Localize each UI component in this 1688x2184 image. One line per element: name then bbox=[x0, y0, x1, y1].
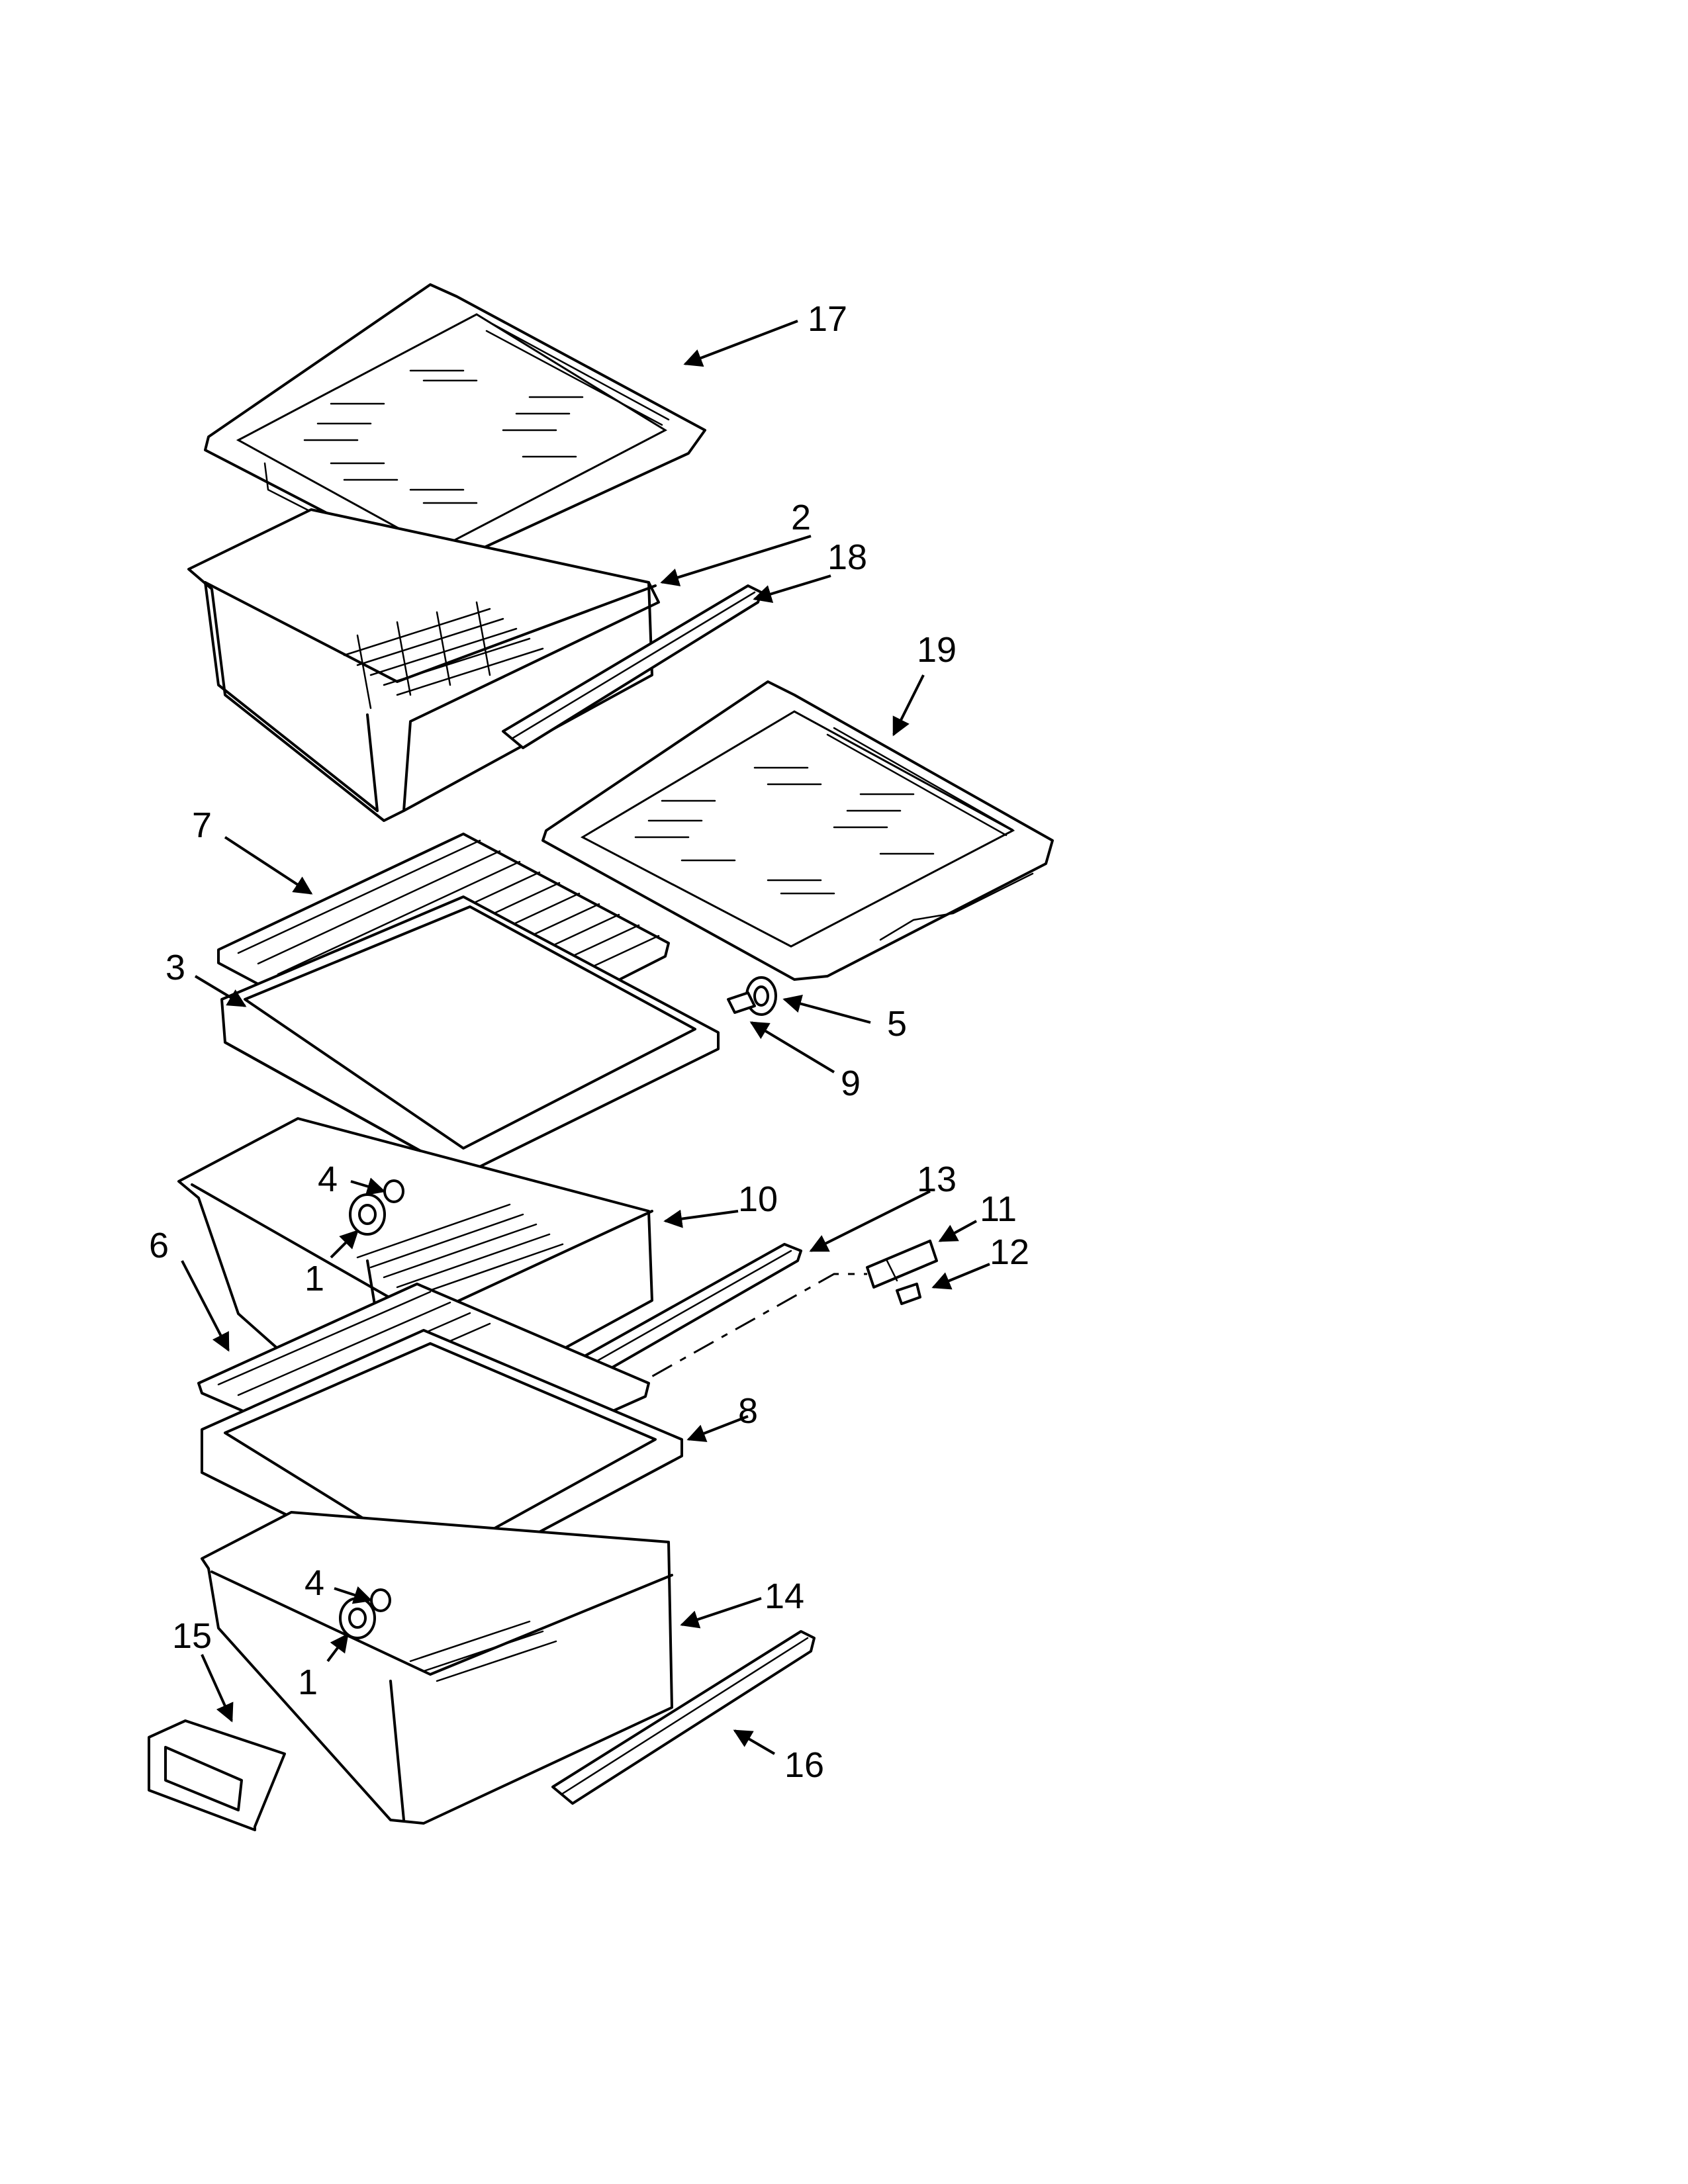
part-11-bracket bbox=[866, 1240, 938, 1289]
callout-11: 11 bbox=[980, 1189, 1017, 1229]
callout-4-upper: 4 bbox=[318, 1160, 338, 1199]
glass-texture-marks bbox=[303, 369, 584, 504]
callout-8: 8 bbox=[738, 1391, 758, 1431]
callout-15: 15 bbox=[172, 1616, 212, 1656]
callout-9: 9 bbox=[841, 1064, 861, 1103]
callout-6: 6 bbox=[149, 1226, 169, 1265]
callout-16: 16 bbox=[784, 1745, 824, 1785]
callout-13: 13 bbox=[917, 1160, 957, 1199]
drawer-floor-grille bbox=[343, 601, 544, 709]
part-3-crisper-cover-frame bbox=[220, 895, 720, 1176]
drawer-floor-grille-10 bbox=[356, 1203, 564, 1298]
callout-17: 17 bbox=[808, 299, 847, 339]
part-15-label-holder bbox=[148, 1719, 286, 1831]
part-19-lower-glass-shelf bbox=[541, 680, 1054, 981]
callout-1-lower: 1 bbox=[298, 1662, 318, 1702]
part-17-upper-glass-shelf bbox=[204, 283, 706, 570]
leader-lines bbox=[181, 320, 990, 1755]
glass-texture-marks-19 bbox=[634, 766, 935, 895]
part-2-upper-crisper-drawer bbox=[187, 508, 660, 822]
callout-4-lower: 4 bbox=[305, 1563, 324, 1603]
part-1-upper-roller bbox=[349, 1193, 386, 1236]
callout-19: 19 bbox=[917, 630, 957, 670]
part-14-lower-crisper-drawer bbox=[201, 1511, 673, 1825]
part-4-upper-roller-axle bbox=[383, 1179, 404, 1203]
callout-7: 7 bbox=[192, 805, 212, 845]
part-4-lower-roller-axle bbox=[370, 1588, 391, 1612]
callout-1-upper: 1 bbox=[305, 1259, 324, 1298]
lower-cover-ribs bbox=[217, 1291, 491, 1418]
callout-10: 10 bbox=[738, 1179, 778, 1219]
drawer-floor-grille-14 bbox=[409, 1620, 557, 1682]
callout-3: 3 bbox=[165, 948, 185, 987]
part-1-lower-roller bbox=[339, 1597, 376, 1639]
part-9-screw bbox=[727, 991, 756, 1014]
part-12-clip bbox=[896, 1283, 921, 1305]
callout-5: 5 bbox=[887, 1004, 907, 1044]
callout-18: 18 bbox=[827, 537, 867, 577]
part-16-lower-drawer-rail bbox=[551, 1630, 816, 1805]
callout-12: 12 bbox=[990, 1232, 1029, 1272]
callout-2: 2 bbox=[791, 498, 811, 537]
callout-14: 14 bbox=[765, 1576, 804, 1616]
